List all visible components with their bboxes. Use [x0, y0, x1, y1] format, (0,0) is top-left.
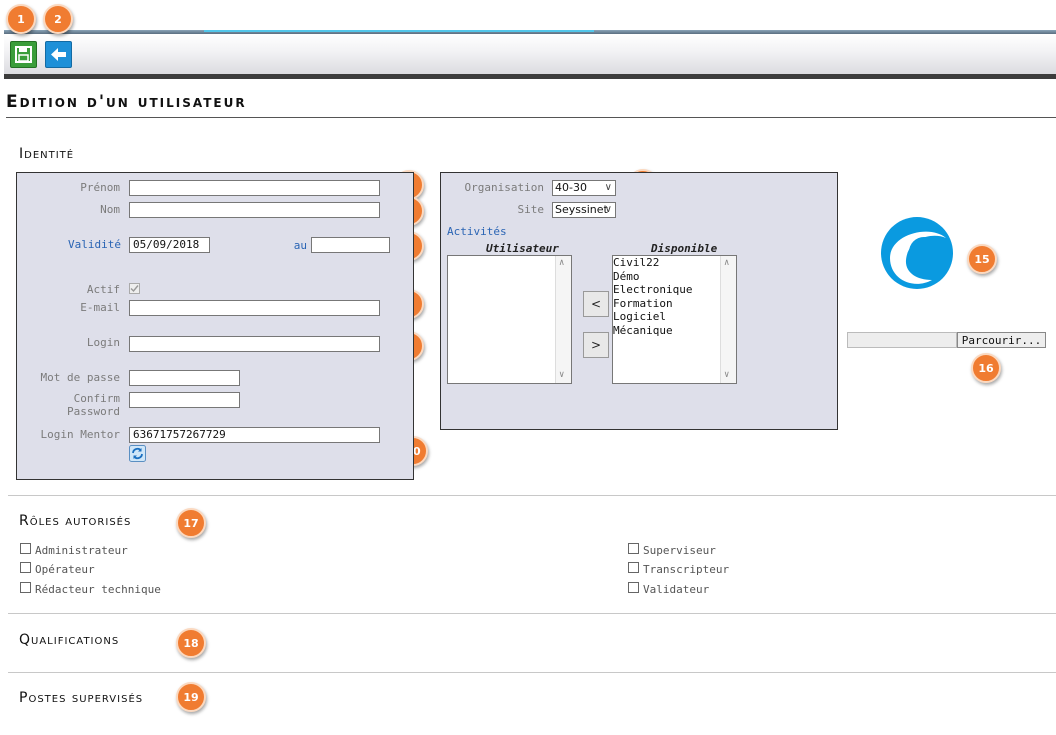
site-label: Site [517, 203, 545, 216]
role-redacteur-checkbox[interactable] [20, 582, 31, 593]
scroll-up-icon[interactable]: ∧ [559, 258, 565, 268]
scroll-down-icon[interactable]: ∨ [559, 369, 565, 380]
site-select-value: Seyssinet [555, 203, 608, 216]
move-left-button[interactable]: < [583, 291, 609, 317]
qualifications-section-title[interactable]: Qualifications [19, 632, 120, 648]
scroll-up-icon[interactable]: ∧ [724, 258, 730, 268]
list-item[interactable]: Démo [613, 269, 640, 283]
role-label: Transcripteur [643, 563, 730, 576]
save-button[interactable] [10, 41, 37, 68]
chevron-down-icon: ∨ [604, 182, 612, 193]
page-title: Edition d'un utilisateur [6, 92, 247, 112]
list-item[interactable]: Electronique [613, 283, 693, 296]
mentor-label: Login Mentor [40, 428, 120, 441]
organisation-select[interactable]: 40-30 ∨ [552, 180, 616, 196]
section-divider [8, 495, 1056, 496]
validite-from-input[interactable]: 05/09/2018 [129, 237, 210, 253]
role-label: Superviseur [643, 544, 716, 557]
callout-badge: 19 [176, 682, 206, 712]
list-item[interactable]: Logiciel [613, 310, 666, 323]
prenom-label: Prénom [80, 181, 120, 194]
callout-badge: 15 [967, 244, 997, 274]
arrow-left-icon [51, 48, 66, 61]
actif-checkbox[interactable] [129, 283, 140, 294]
disponible-list-header: Disponible [651, 242, 718, 255]
email-label: E-mail [80, 301, 120, 314]
confirm-password-input[interactable] [129, 392, 240, 408]
scroll-down-icon[interactable]: ∨ [724, 369, 730, 380]
role-label: Validateur [643, 583, 710, 596]
back-button[interactable] [45, 41, 72, 68]
top-strip-highlight [204, 30, 594, 32]
title-underline [6, 117, 1056, 118]
disponible-listbox[interactable]: Civil22 Démo Electronique Formation Logi… [612, 255, 737, 384]
callout-badge: 2 [43, 4, 73, 34]
save-icon [15, 46, 32, 63]
callout-badge: 18 [176, 628, 206, 658]
login-label: Login [86, 336, 120, 349]
callout-badge: 16 [971, 353, 1001, 383]
role-validateur-checkbox[interactable] [628, 582, 639, 593]
actif-label: Actif [86, 283, 120, 296]
browse-button[interactable]: Parcourir... [957, 332, 1046, 348]
confirm-password-label: Confirm Password [67, 392, 120, 418]
site-select[interactable]: Seyssinet ∨ [552, 202, 616, 218]
password-input[interactable] [129, 370, 240, 386]
top-strip [4, 30, 1056, 34]
role-label: Rédacteur technique [35, 583, 161, 596]
validite-label: Validité [68, 238, 121, 251]
role-label: Administrateur [35, 544, 128, 557]
move-right-button[interactable]: > [583, 332, 609, 358]
callout-badge: 1 [6, 4, 36, 34]
organisation-label: Organisation [464, 181, 544, 194]
callout-badge: 17 [176, 508, 206, 538]
chevron-down-icon: ∨ [604, 204, 612, 215]
activites-label: Activités [447, 225, 507, 238]
toolbar [4, 34, 1056, 74]
validite-to-input[interactable] [311, 237, 390, 253]
roles-section-title: Rôles autorisés [19, 513, 132, 529]
utilisateur-list-header: Utilisateur [486, 242, 559, 255]
refresh-icon [129, 445, 146, 462]
role-administrateur-checkbox[interactable] [20, 543, 31, 554]
validite-au-label: au [293, 239, 307, 252]
scrollbar[interactable]: ∧ ∨ [555, 256, 571, 383]
user-photo [880, 216, 954, 290]
check-icon [130, 285, 139, 293]
refresh-mentor-button[interactable] [129, 445, 146, 462]
list-item[interactable]: Mécanique [613, 323, 673, 337]
password-label: Mot de passe [40, 371, 120, 384]
logo-icon [881, 217, 953, 289]
photo-file-field[interactable] [847, 332, 957, 348]
toolbar-bottom-border [4, 74, 1056, 79]
section-divider [8, 672, 1056, 673]
nom-label: Nom [100, 203, 120, 216]
role-transcripteur-checkbox[interactable] [628, 562, 639, 573]
login-input[interactable] [129, 336, 380, 352]
organisation-select-value: 40-30 [555, 181, 587, 194]
list-item[interactable]: Civil22 [613, 256, 660, 269]
utilisateur-listbox[interactable]: ∧ ∨ [447, 255, 572, 384]
nom-input[interactable] [129, 202, 380, 218]
mentor-input[interactable]: 63671757267729 [129, 427, 380, 443]
section-divider [8, 613, 1056, 614]
prenom-input[interactable] [129, 180, 380, 196]
email-input[interactable] [129, 300, 380, 316]
role-label: Opérateur [35, 563, 95, 576]
list-item[interactable]: Formation [613, 296, 673, 310]
role-superviseur-checkbox[interactable] [628, 543, 639, 554]
identity-section-title: Identité [19, 146, 75, 162]
scrollbar[interactable]: ∧ ∨ [720, 256, 736, 383]
postes-section-title[interactable]: Postes supervisés [19, 690, 144, 706]
role-operateur-checkbox[interactable] [20, 562, 31, 573]
